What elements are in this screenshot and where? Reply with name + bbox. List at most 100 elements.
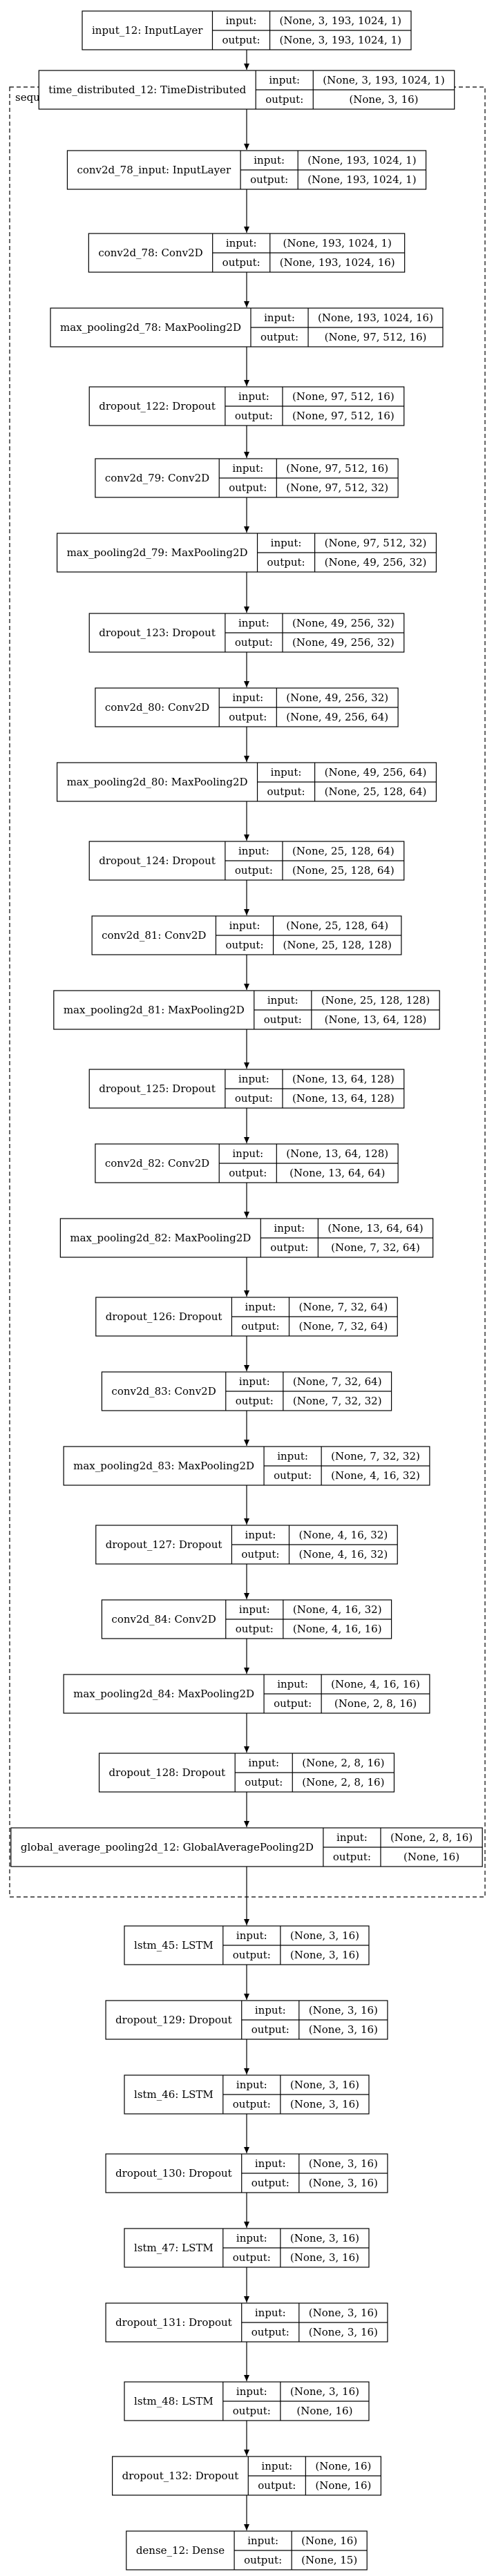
input-port-label: input:	[336, 1831, 368, 1844]
layer-name: dropout_129: Dropout	[115, 2014, 232, 2026]
output-shape: (None, 3, 16)	[309, 2023, 378, 2036]
input-port-label: input:	[264, 312, 295, 324]
input-shape: (None, 3, 16)	[309, 2004, 378, 2016]
layer-node: input_12: InputLayerinput:output:(None, …	[82, 10, 412, 50]
output-port-label: output:	[251, 2326, 289, 2338]
input-port-label: input:	[247, 2535, 278, 2547]
layer-name: max_pooling2d_83: MaxPooling2D	[73, 1460, 254, 1472]
layer-node: dropout_129: Dropoutinput:output:(None, …	[105, 2000, 388, 2040]
output-port-label: output:	[274, 1469, 312, 1482]
input-port-label: input:	[255, 2157, 286, 2170]
output-port-label: output:	[245, 1776, 283, 1788]
layer-name: conv2d_78: Conv2D	[98, 247, 202, 259]
layer-node: dropout_125: Dropoutinput:output:(None, …	[88, 1069, 405, 1109]
layer-node: max_pooling2d_82: MaxPooling2Dinput:outp…	[59, 1218, 434, 1258]
layer-node: dropout_122: Dropout input: output: (None, …	[88, 386, 405, 426]
input-shape: (None, 3, 16)	[290, 2385, 359, 2398]
input-shape: (None, 7, 32, 64)	[293, 1375, 382, 1388]
input-shape: (None, 4, 16, 32)	[298, 1529, 388, 1541]
input-port-label: input:	[261, 2460, 292, 2472]
output-port-label: output:	[250, 173, 288, 186]
input-shape: (None, 13, 64, 128)	[286, 1147, 388, 1160]
layer-name: max_pooling2d_81: MaxPooling2D	[64, 1004, 245, 1016]
input-shape: (None, 49, 256, 64)	[325, 766, 427, 779]
output-port-label: output:	[235, 1092, 273, 1105]
output-shape: (None, 3, 16)	[309, 2177, 378, 2189]
output-shape: (None, 25, 128, 64)	[325, 785, 427, 798]
output-port-label: output:	[270, 1241, 308, 1254]
input-port-label: input:	[254, 154, 285, 166]
output-shape: (None, 15)	[301, 2554, 357, 2566]
layer-node: global_average_pooling2d_12: GlobalAvera…	[10, 1827, 483, 1867]
input-port-label: input:	[245, 1301, 276, 1313]
input-port-label: input:	[255, 2307, 286, 2319]
layer-node: max_pooling2d_80: MaxPooling2Dinput:outp…	[56, 762, 437, 802]
layer-name: dropout_127: Dropout	[106, 1538, 222, 1551]
layer-node: max_pooling2d_79: MaxPooling2Dinput:outp…	[56, 533, 437, 573]
output-port-label: output:	[251, 2177, 289, 2189]
output-shape: (None, 7, 32, 64)	[331, 1241, 420, 1254]
layer-name: dropout_132: Dropout	[122, 2470, 239, 2482]
output-shape: (None, 7, 32, 64)	[298, 1320, 388, 1333]
layer-name: dropout_122: Dropout	[99, 400, 216, 412]
layer-node: dropout_126: Dropoutinput:output:(None, …	[95, 1297, 398, 1337]
output-shape: (None, 97, 512, 32)	[286, 481, 388, 494]
input-shape: (None, 49, 256, 32)	[286, 691, 388, 704]
layer-name: max_pooling2d_79: MaxPooling2D	[67, 546, 248, 559]
output-port-label: output:	[222, 256, 260, 269]
layer-name: dropout_126: Dropout	[106, 1310, 222, 1323]
input-shape: (None, 25, 128, 64)	[286, 919, 388, 932]
input-shape: (None, 3, 16)	[290, 1929, 359, 1942]
input-port-label: input:	[277, 1678, 308, 1690]
input-port-label: input:	[229, 919, 260, 932]
output-port-label: output:	[222, 34, 260, 46]
input-shape: (None, 97, 512, 16)	[286, 462, 388, 475]
layer-name: max_pooling2d_82: MaxPooling2D	[70, 1232, 251, 1244]
input-shape: (None, 16)	[301, 2535, 357, 2547]
output-shape: (None, 3, 16)	[290, 1949, 359, 1961]
input-port-label: input:	[269, 74, 300, 86]
input-port-label: input:	[226, 15, 257, 27]
input-port-label: input:	[277, 1450, 308, 1462]
layer-node: max_pooling2d_83: MaxPooling2D input: outp…	[63, 1446, 430, 1486]
input-port-label: input:	[236, 1929, 267, 1942]
layer-name: conv2d_83: Conv2D	[111, 1385, 216, 1397]
output-port-label: output:	[244, 2554, 282, 2566]
output-port-label: output:	[274, 1697, 312, 1710]
input-shape: (None, 193, 1024, 1)	[307, 154, 416, 166]
output-port-label: output:	[265, 93, 303, 106]
layer-name: conv2d_79: Conv2D	[105, 472, 209, 484]
output-shape: (None, 49, 256, 32)	[325, 556, 427, 569]
output-port-label: output:	[236, 1395, 274, 1407]
input-port-label: input:	[271, 537, 302, 549]
input-port-label: input:	[232, 462, 263, 475]
output-shape: (None, 97, 512, 16)	[292, 410, 395, 422]
layer-name: lstm_48: LSTM	[134, 2395, 213, 2407]
input-shape: (None, 4, 16, 32)	[293, 1603, 382, 1616]
layer-name: conv2d_84: Conv2D	[111, 1613, 216, 1625]
layer-name: global_average_pooling2d_12: GlobalAvera…	[21, 1841, 314, 1853]
input-shape: (None, 3, 193, 1024, 1)	[280, 15, 401, 27]
output-shape: (None, 97, 512, 16)	[325, 331, 427, 343]
input-port-label: input:	[271, 766, 302, 779]
output-port-label: output:	[235, 410, 273, 422]
input-port-label: input:	[238, 390, 269, 403]
layer-node: time_distributed_12: TimeDistributedinpu…	[38, 70, 455, 110]
input-shape: (None, 2, 8, 16)	[302, 1757, 384, 1769]
output-shape: (None, 193, 1024, 16)	[280, 256, 395, 269]
layer-node: max_pooling2d_84: MaxPooling2Dinput:outp…	[63, 1674, 430, 1714]
layer-name: lstm_47: LSTM	[134, 2242, 213, 2254]
layer-name: max_pooling2d_78: MaxPooling2D	[60, 321, 241, 334]
output-port-label: output:	[233, 2251, 271, 2264]
output-port-label: output:	[251, 2023, 289, 2036]
layer-node: max_pooling2d_81: MaxPooling2Dinput:outp…	[53, 990, 440, 1030]
output-shape: (None, 4, 16, 32)	[298, 1548, 388, 1561]
